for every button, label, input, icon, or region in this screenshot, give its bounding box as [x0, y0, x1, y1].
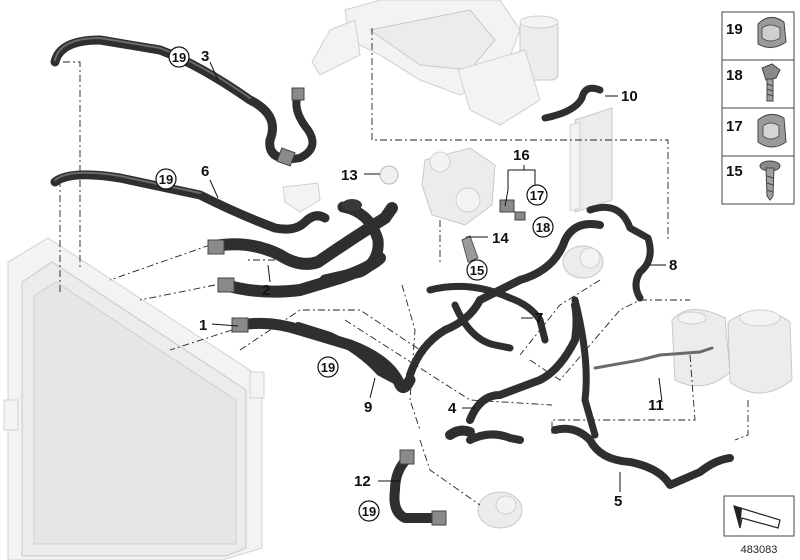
- radiator: [3, 237, 265, 560]
- callout-10: 10: [621, 88, 638, 105]
- callout-17: 17: [530, 188, 544, 203]
- svg-text:19: 19: [726, 21, 743, 38]
- oil-cooler: [569, 107, 613, 213]
- callout-6: 6: [201, 163, 209, 180]
- screw-18: [514, 211, 526, 221]
- direction-arrow-icon: [733, 505, 781, 529]
- callout-8: 8: [669, 257, 677, 274]
- screw-icon: [759, 160, 781, 201]
- auxiliary-water-pump: [477, 491, 523, 529]
- callout-12: 12: [354, 473, 371, 490]
- screw-icon: [761, 63, 781, 102]
- legend-item-15: 15: [726, 160, 781, 201]
- assembly-lines: [59, 28, 749, 506]
- hose-5: [551, 296, 734, 489]
- callout-19-d: 19: [362, 504, 376, 519]
- callout-15: 15: [470, 263, 484, 278]
- hose-2: [207, 199, 398, 298]
- callout-18: 18: [536, 220, 550, 235]
- oil-filter-housing: [457, 15, 559, 126]
- coolant-pump-assembly: [421, 147, 496, 226]
- hose-3: [50, 35, 317, 167]
- hose-8: [586, 203, 654, 302]
- diagram-number: 483083: [741, 544, 778, 556]
- bracket-14: [461, 235, 479, 263]
- hose-clamp-icon: [757, 114, 787, 148]
- callout-16: 16: [513, 147, 530, 164]
- electric-pump: [562, 245, 604, 279]
- callout-4: 4: [448, 400, 457, 417]
- parts-legend: 19 18 17 15: [721, 11, 795, 205]
- callout-13: 13: [341, 167, 358, 184]
- plug-13: [379, 165, 399, 185]
- callout-1: 1: [199, 317, 207, 334]
- callout-19-c: 19: [321, 360, 335, 375]
- hose-12: [389, 449, 447, 526]
- callouts: 3 6 2 1 9 13 14 4 7 8 10 11 5 12 16 19 1…: [155, 46, 677, 522]
- hose-9: [294, 322, 399, 384]
- svg-text:18: 18: [726, 67, 743, 84]
- hose-10: [541, 84, 604, 122]
- callout-7: 7: [535, 310, 543, 327]
- hose-6: [50, 170, 330, 234]
- legend-item-19: 19: [726, 17, 787, 48]
- expansion-tank: [671, 309, 793, 394]
- callout-19-b: 19: [159, 172, 173, 187]
- callout-11: 11: [648, 397, 664, 414]
- legend-item-17: 17: [726, 114, 787, 148]
- clamp-17: [499, 199, 515, 213]
- callout-9: 9: [364, 399, 372, 416]
- hose-clamp-icon: [757, 17, 787, 48]
- callout-19-a: 19: [172, 50, 186, 65]
- reference-box: 483083: [723, 495, 795, 556]
- callout-5: 5: [614, 493, 622, 510]
- svg-text:15: 15: [726, 163, 743, 180]
- thermostat-housing: [282, 182, 321, 213]
- hose-11: [593, 346, 714, 370]
- callout-3: 3: [201, 48, 209, 65]
- svg-text:17: 17: [726, 118, 743, 135]
- callout-14: 14: [492, 230, 509, 247]
- legend-item-18: 18: [726, 63, 781, 102]
- hose-7: [426, 282, 549, 352]
- hose-1: [231, 220, 604, 393]
- leader-lines: [209, 61, 666, 492]
- callout-2: 2: [262, 282, 270, 299]
